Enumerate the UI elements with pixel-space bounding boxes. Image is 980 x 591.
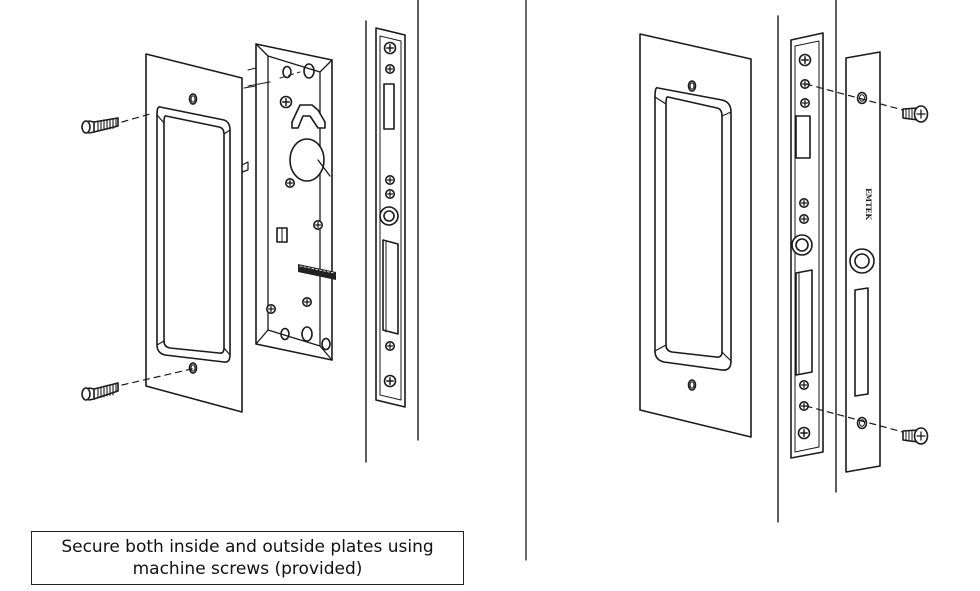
screw-path-dashed-bottom <box>121 367 197 386</box>
machine-screw-top-left <box>81 117 119 134</box>
machine-screw-bottom-right <box>902 427 929 445</box>
alignment-dashed-bottom <box>805 405 904 433</box>
flush-pull-plate-left <box>145 53 249 413</box>
mortise-faceplate-right <box>790 32 824 459</box>
flush-pull-plate-right <box>639 33 752 438</box>
caption-line-1: Secure both inside and outside plates us… <box>61 537 434 557</box>
brand-mark: EMTEK <box>864 188 873 220</box>
caption-line-2: machine screws (provided) <box>132 559 363 579</box>
machine-screw-bottom-left <box>81 382 119 401</box>
door-edge-left <box>365 0 419 463</box>
door-edge-right <box>777 0 837 523</box>
strike-plate-right: EMTEK <box>845 51 881 473</box>
faceplate-left <box>375 27 406 408</box>
lock-body-housing <box>243 43 336 361</box>
machine-screw-top-right <box>902 105 929 123</box>
alignment-dashed-top <box>805 83 904 111</box>
screw-path-dashed-top <box>121 113 151 123</box>
instruction-caption: Secure both inside and outside plates us… <box>31 531 464 585</box>
